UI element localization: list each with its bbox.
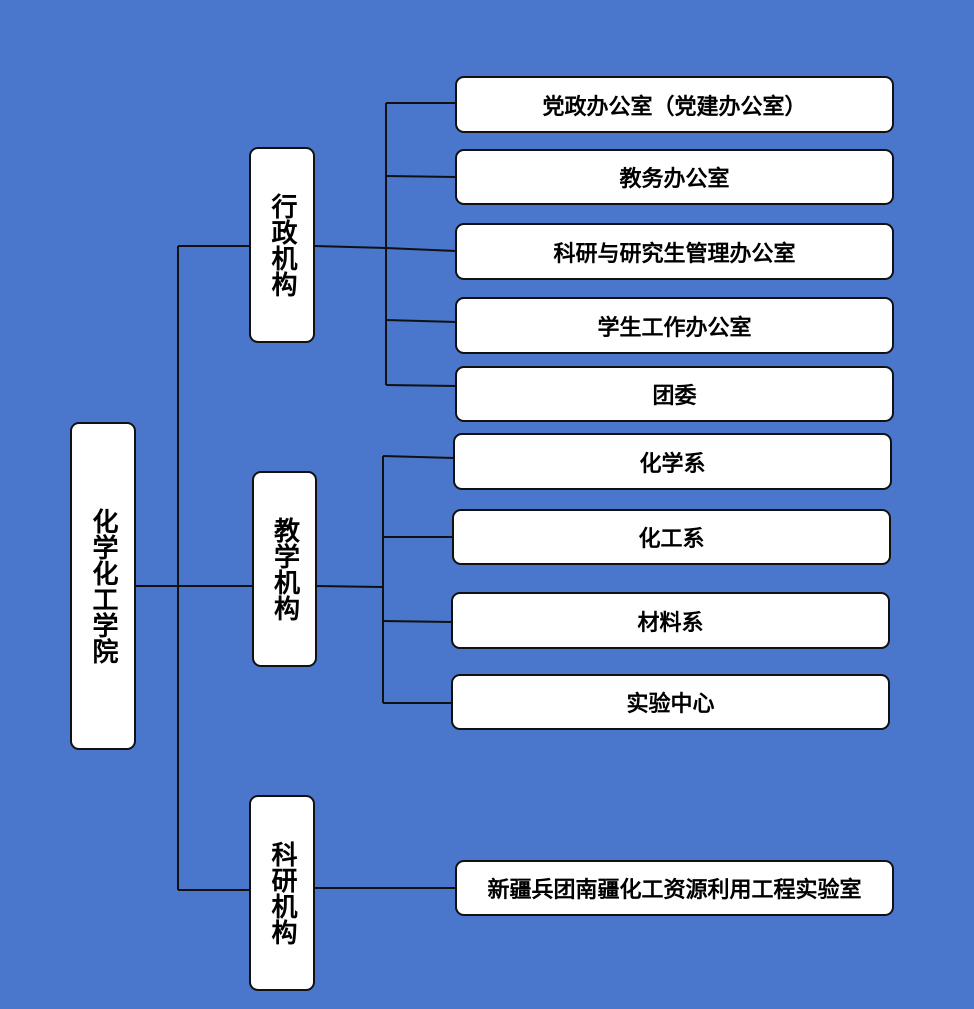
branch-label: 教学机构 bbox=[269, 517, 300, 621]
leaf-label: 实验中心 bbox=[626, 691, 715, 717]
leaf-label: 化工系 bbox=[638, 526, 705, 552]
leaf-label: 党政办公室（党建办公室） bbox=[542, 93, 807, 120]
branch-node-research: 科研机构 bbox=[249, 795, 315, 991]
root-node: 化学化工学院 bbox=[70, 422, 136, 750]
connector bbox=[382, 620, 453, 623]
branch-label: 科研机构 bbox=[267, 841, 297, 945]
leaf-node: 化学系 bbox=[453, 433, 892, 490]
connector bbox=[385, 319, 457, 323]
leaf-label: 科研与研究生管理办公室 bbox=[553, 240, 796, 267]
leaf-label: 材料系 bbox=[637, 609, 704, 636]
branch-node-admin: 行政机构 bbox=[249, 147, 315, 343]
connector bbox=[382, 455, 455, 459]
root-label: 化学化工学院 bbox=[88, 508, 118, 664]
connector bbox=[385, 247, 457, 252]
leaf-node: 学生工作办公室 bbox=[455, 297, 894, 354]
connector bbox=[385, 175, 457, 178]
leaf-label: 新疆兵团南疆化工资源利用工程实验室 bbox=[487, 877, 862, 903]
leaf-label: 教务办公室 bbox=[619, 166, 730, 192]
leaf-label: 团委 bbox=[652, 383, 697, 409]
leaf-label: 化学系 bbox=[639, 450, 706, 477]
leaf-node: 党政办公室（党建办公室） bbox=[455, 76, 894, 133]
leaf-node: 教务办公室 bbox=[455, 149, 894, 205]
leaf-label: 学生工作办公室 bbox=[597, 314, 752, 341]
leaf-node: 材料系 bbox=[451, 592, 890, 649]
connector bbox=[315, 585, 385, 588]
leaf-node: 科研与研究生管理办公室 bbox=[455, 223, 894, 280]
leaf-node: 化工系 bbox=[452, 509, 891, 565]
leaf-node: 实验中心 bbox=[451, 674, 890, 730]
branch-label: 行政机构 bbox=[267, 193, 297, 297]
branch-node-teaching: 教学机构 bbox=[252, 471, 317, 667]
connector bbox=[385, 384, 457, 387]
leaf-node: 团委 bbox=[455, 366, 894, 422]
connector bbox=[314, 245, 387, 249]
leaf-node: 新疆兵团南疆化工资源利用工程实验室 bbox=[455, 860, 894, 916]
